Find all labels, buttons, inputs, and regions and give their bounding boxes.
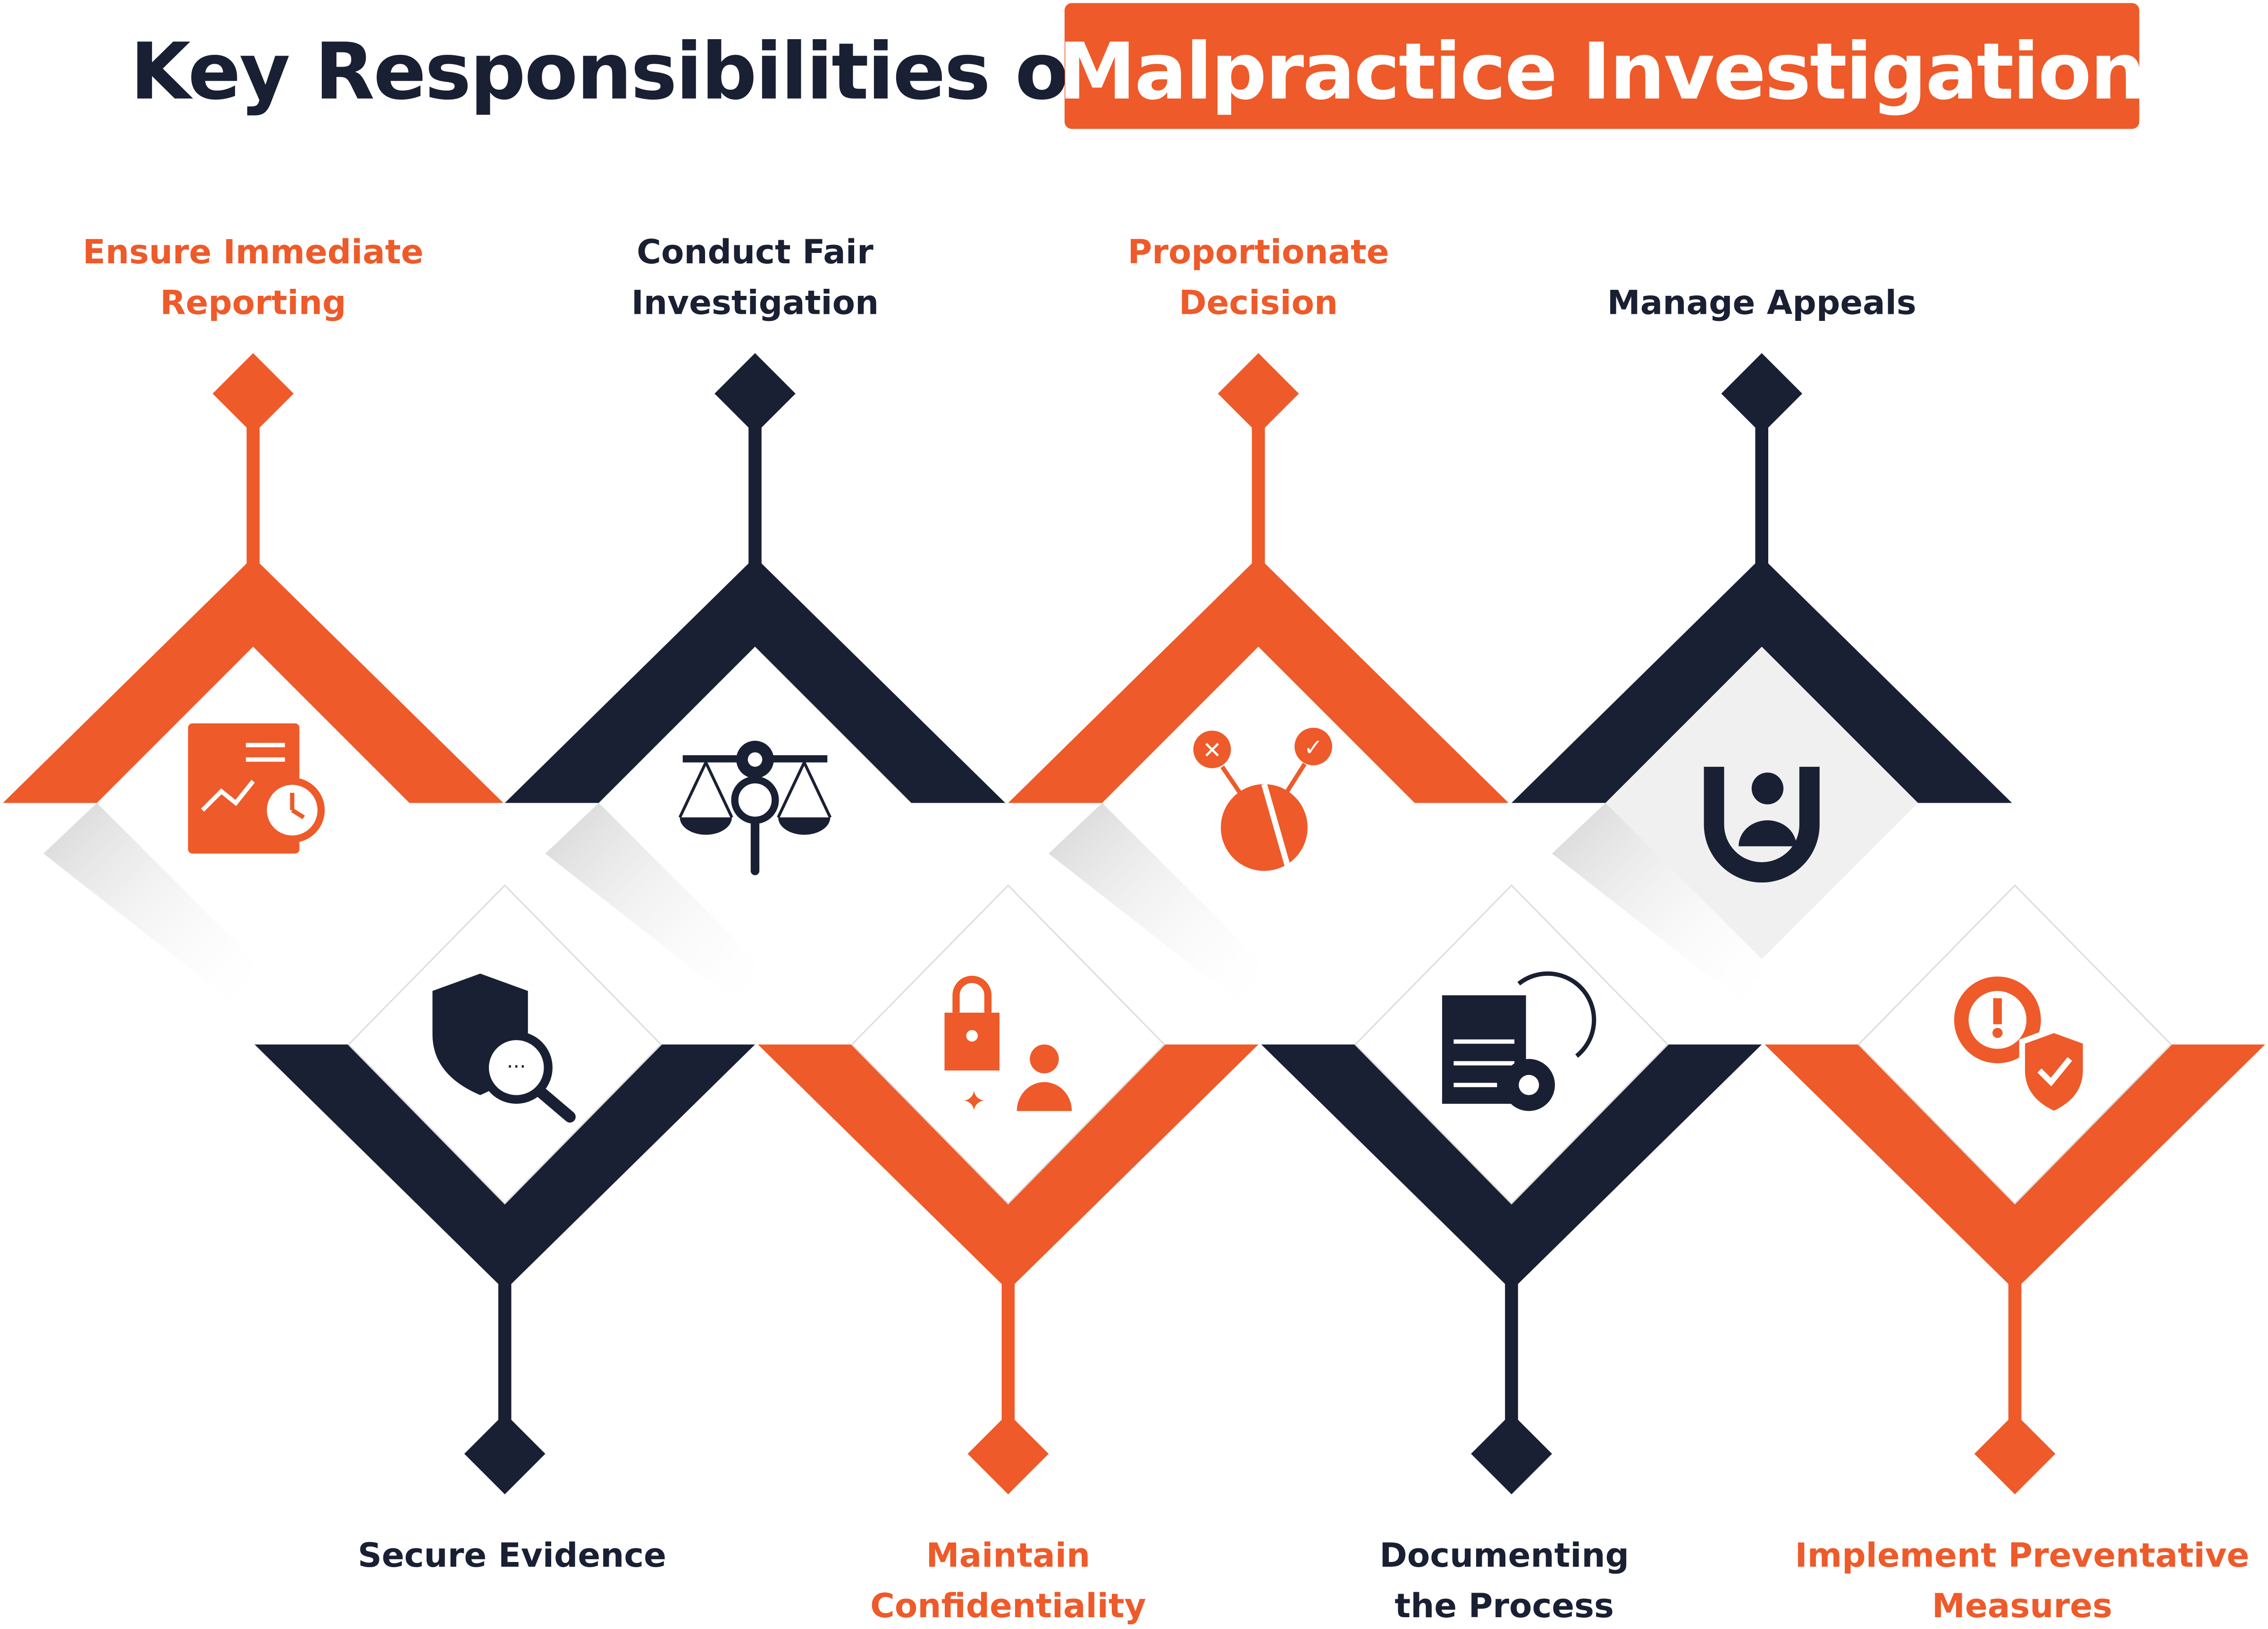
- step-label: Manage Appeals: [1607, 283, 1916, 322]
- step-label-line2: Confidentiality: [870, 1587, 1146, 1625]
- step-label-line1: Maintain: [926, 1536, 1091, 1575]
- scales-magnifier-icon: [678, 740, 832, 875]
- marker-diamond: [1721, 353, 1803, 434]
- icon-diamond: [851, 884, 1166, 1205]
- chevron: [1511, 557, 2012, 803]
- step-label-line2: Reporting: [160, 283, 346, 322]
- step-label-line1: Documenting: [1379, 1536, 1629, 1575]
- bottom-step-1: Secure Evidence ···: [254, 884, 755, 1575]
- step-label: Secure Evidence: [358, 1536, 666, 1575]
- chevron: [758, 1044, 1259, 1291]
- fingerprint-shield-icon: ···: [432, 974, 576, 1123]
- chevron: [1764, 1044, 2265, 1291]
- chevron: [1008, 557, 1509, 803]
- marker-diamond: [1471, 1413, 1552, 1495]
- marker-diamond: [1218, 353, 1299, 434]
- title-highlight-box: [1064, 3, 2140, 129]
- bottom-step-2: Maintain Confidentiality ✦: [758, 884, 1259, 1625]
- top-step-2: Conduct Fair Investigation: [504, 233, 1006, 1016]
- chevron: [3, 557, 504, 803]
- gear-shield-icon: [1954, 976, 2089, 1117]
- shadow: [1049, 803, 1259, 1016]
- decision-pie-icon: ✕ ✓: [1193, 728, 1332, 871]
- svg-text:✓: ✓: [1304, 733, 1323, 761]
- marker-diamond: [212, 353, 294, 434]
- svg-text:✦: ✦: [962, 1084, 986, 1118]
- step-label-line1: Ensure Immediate: [83, 233, 423, 271]
- step-label-line2: Decision: [1179, 283, 1338, 322]
- shadow: [1552, 803, 1762, 1016]
- bottom-step-4: Implement Preventative Measures: [1764, 884, 2265, 1625]
- step-label-line2: the Process: [1394, 1587, 1614, 1625]
- bottom-step-3: Documenting the Process: [1261, 884, 1762, 1625]
- title-highlight: Malpractice Investigation: [1058, 26, 2144, 118]
- marker-diamond: [967, 1413, 1049, 1495]
- marker-diamond: [464, 1413, 546, 1495]
- step-label-line2: Investigation: [631, 283, 879, 322]
- magnet-person-icon: [1704, 766, 1820, 883]
- lock-person-icon: ✦: [944, 975, 1072, 1118]
- chevron: [254, 1044, 755, 1291]
- shadow: [43, 803, 253, 1016]
- chevron: [504, 557, 1006, 803]
- title-prefix: Key Responsibilities of: [130, 26, 1102, 118]
- shadow: [545, 803, 755, 1016]
- top-step-3: Proportionate Decision ✕ ✓: [1008, 233, 1509, 1016]
- marker-diamond: [714, 353, 796, 434]
- marker-diamond: [1974, 1413, 2056, 1495]
- top-step-1: Ensure Immediate Reporting: [3, 233, 504, 1016]
- step-label-line2: Measures: [1932, 1587, 2112, 1625]
- svg-text:✕: ✕: [1202, 736, 1222, 764]
- step-label-line1: Proportionate: [1128, 233, 1389, 271]
- step-label-line1: Conduct Fair: [637, 233, 874, 271]
- document-gear-icon: [1442, 971, 1596, 1111]
- top-step-4: Manage Appeals: [1511, 283, 2012, 1016]
- step-label-line1: Implement Preventative: [1795, 1536, 2250, 1575]
- chevron: [1261, 1044, 1762, 1291]
- svg-text:···: ···: [507, 1055, 526, 1079]
- report-clock-icon: [188, 723, 325, 854]
